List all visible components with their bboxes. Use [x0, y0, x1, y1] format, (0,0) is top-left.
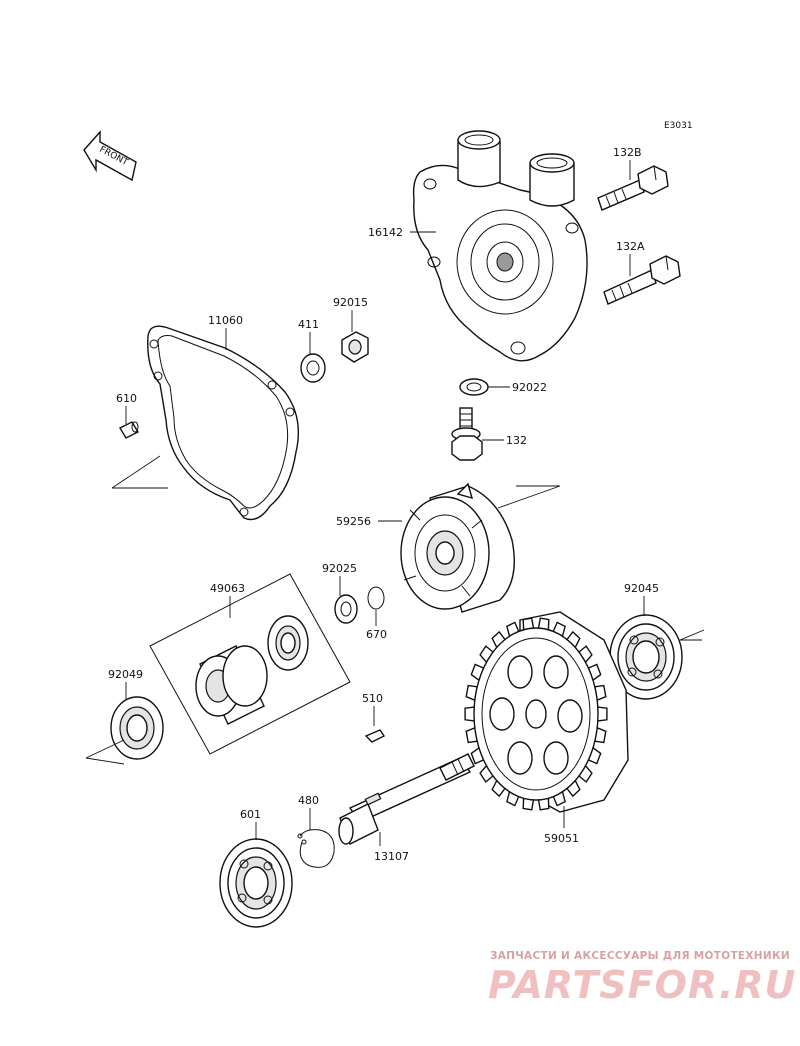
bearing-601-part: [219, 838, 293, 928]
part-label-610: 610: [116, 392, 137, 405]
part-label-670: 670: [366, 628, 387, 641]
shaft-13107-part: [338, 753, 475, 845]
part-label-13107: 13107: [374, 850, 409, 863]
diagram-code: E3031: [664, 121, 693, 131]
bolt-132a-part: [603, 255, 681, 305]
impeller-part: [400, 482, 515, 613]
part-label-92045: 92045: [624, 582, 659, 595]
bolt-132b-part: [597, 165, 669, 211]
part-label-480: 480: [298, 794, 319, 807]
part-label-11060: 11060: [208, 314, 243, 327]
mechanical-seal-part: [149, 573, 351, 755]
part-label-132: 132: [506, 434, 527, 447]
oil-seal-92049-part: [110, 696, 164, 760]
washer-92022-part: [459, 378, 489, 396]
part-label-510: 510: [362, 692, 383, 705]
gasket-part: [147, 325, 300, 521]
o-ring-670-part: [367, 586, 385, 610]
circlip-480-part: [297, 829, 335, 868]
part-label-601: 601: [240, 808, 261, 821]
part-label-92022: 92022: [512, 381, 547, 394]
part-label-411: 411: [298, 318, 319, 331]
pump-cover-part: [412, 130, 588, 362]
gear-59051-part: [464, 611, 629, 813]
gear-tooth: [464, 706, 475, 722]
bearing-92045-part: [609, 614, 683, 700]
washer-92025-part: [334, 594, 358, 624]
nut-92015-part: [341, 331, 369, 363]
gear-tooth: [597, 706, 608, 722]
pin-510-part: [364, 729, 386, 743]
dowel-pin-610-part: [119, 421, 139, 439]
part-label-92025: 92025: [322, 562, 357, 575]
drain-bolt-132-part: [451, 407, 483, 461]
watermark-brand: PARTSFOR.RU: [488, 963, 797, 1007]
part-label-132b: 132B: [613, 146, 642, 159]
part-label-49063: 49063: [210, 582, 245, 595]
part-label-132a: 132A: [616, 240, 645, 253]
part-label-16142: 16142: [368, 226, 403, 239]
watermark-tagline: ЗАПЧАСТИ И АКСЕССУАРЫ ДЛЯ МОТОТЕХНИКИ: [490, 950, 790, 962]
front-arrow-icon: FRONT: [83, 130, 137, 182]
part-label-92015: 92015: [333, 296, 368, 309]
part-label-59256: 59256: [336, 515, 371, 528]
washer-411-part: [300, 353, 326, 383]
part-label-92049: 92049: [108, 668, 143, 681]
part-label-59051: 59051: [544, 832, 579, 845]
